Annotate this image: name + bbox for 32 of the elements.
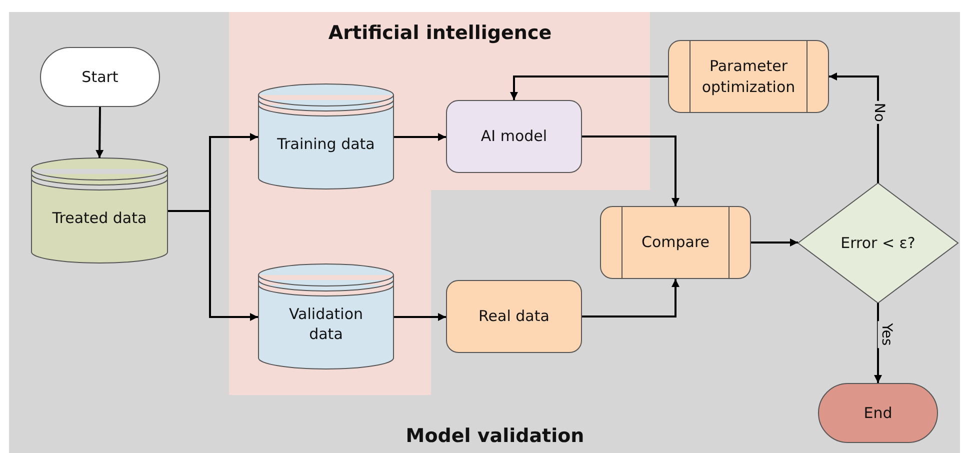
- database-cylinder: [31, 158, 168, 264]
- region-title: Artificial intelligence: [328, 22, 552, 44]
- arrow: [510, 76, 668, 100]
- region-band: [9, 12, 960, 453]
- node-label: AI model: [480, 126, 548, 147]
- arrow: [582, 136, 680, 206]
- process-box: [446, 100, 582, 173]
- database-cylinder: [258, 264, 394, 370]
- region-title: Model validation: [406, 425, 584, 447]
- arrow: [394, 313, 446, 321]
- process-box: [446, 280, 582, 353]
- arrow: [829, 72, 879, 183]
- decision-diamond: [798, 183, 958, 303]
- arrow: [582, 279, 680, 318]
- predefined-process-box: [668, 40, 829, 113]
- node-label: End: [864, 402, 892, 424]
- node-label: Real data: [478, 306, 550, 327]
- arrow: [96, 106, 104, 158]
- node-label: Training data: [277, 134, 375, 154]
- arrow: [874, 303, 882, 383]
- arrow: [751, 238, 798, 246]
- edge-label: Yes: [877, 320, 894, 348]
- arrow: [394, 133, 446, 141]
- node-label: Error < ε?: [840, 232, 916, 254]
- node-label: Start: [82, 66, 118, 88]
- node-label: Compare: [641, 232, 710, 253]
- database-cylinder: [258, 84, 394, 190]
- node-label: Parameter optimization: [700, 56, 796, 97]
- node-label: Validation data: [288, 304, 364, 344]
- arrow: [168, 210, 258, 321]
- node-label: Treated data: [52, 208, 147, 228]
- predefined-process-box: [600, 206, 751, 279]
